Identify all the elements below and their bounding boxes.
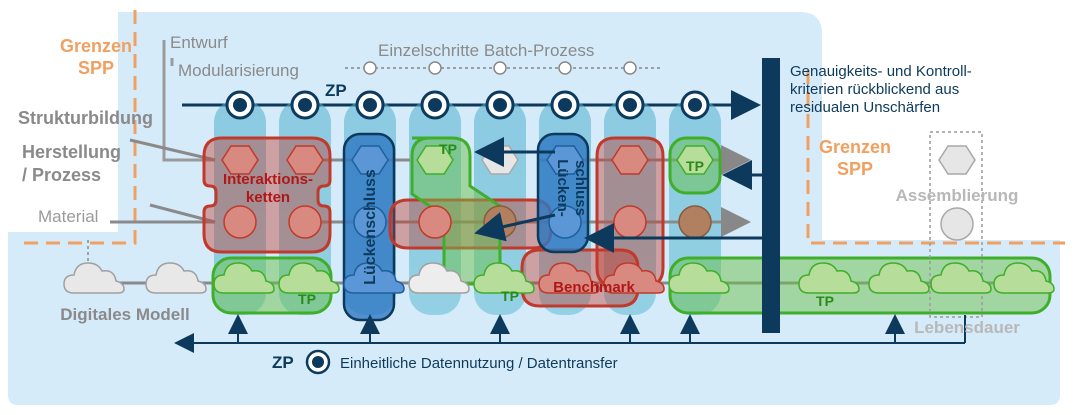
- cloud-icon: [408, 262, 470, 294]
- genauigkeit-line3: residualen Unschärfen: [790, 99, 940, 116]
- control-criteria-bar: [762, 58, 780, 333]
- tp-label-2: TP: [686, 158, 704, 174]
- assembly-box: [929, 131, 983, 318]
- cloud-icon: [538, 262, 600, 294]
- datennutzung-label: Einheitliche Datennutzung / Datentransfe…: [340, 355, 618, 372]
- spp-boundary-lines: [18, 10, 1065, 245]
- lueckenschluss-vertical: Lückenschluss: [362, 169, 379, 285]
- zp-marker-icon: [680, 90, 710, 120]
- lebensdauer-label: Lebensdauer: [914, 318, 1020, 337]
- hexagon-icon: [286, 145, 324, 175]
- genauigkeit-line1: Genauigkeits- und Kontroll-: [790, 63, 972, 80]
- hexagon-icon: [611, 145, 649, 175]
- cloud-icon: [278, 262, 340, 294]
- zp-marker-icon: [485, 90, 515, 120]
- grenzen-right-line1: Grenzen: [819, 137, 891, 157]
- zp-top-label: ZP: [325, 81, 347, 100]
- circle-icon: [353, 205, 387, 239]
- modularisierung-label: Modularisierung: [178, 61, 299, 80]
- herstellung-line2: / Prozess: [22, 165, 101, 185]
- cloud-icon: [930, 262, 992, 294]
- text-labels: Grenzen SPP Grenzen SPP Entwurf Modulari…: [18, 33, 1020, 372]
- hexagon-icon: [351, 145, 389, 175]
- lueckenschluss-break-line2: schluss: [572, 160, 589, 216]
- hexagon-icon: [938, 145, 976, 175]
- circle-icon: [223, 205, 257, 239]
- hexagon-icon: [676, 145, 714, 175]
- assemblierung-label: Assemblierung: [896, 186, 1019, 205]
- genauigkeit-line2: kriterien rückblickend aus: [790, 81, 959, 98]
- circle-icon: [288, 205, 322, 239]
- circle-icon: [678, 205, 712, 239]
- cloud-icon: [63, 262, 125, 294]
- circle-icon: [613, 205, 647, 239]
- hexagon-icon: [416, 145, 454, 175]
- zp-marker-icon: [615, 90, 645, 120]
- circle-icon: [418, 205, 452, 239]
- feedback-arrows: [474, 137, 762, 253]
- tp-label-5: TP: [816, 293, 834, 309]
- grenzen-left-line1: Grenzen: [60, 36, 132, 56]
- cloud-icon: [798, 262, 860, 294]
- cloud-icon: [145, 262, 207, 294]
- design-bracket-lines: [162, 40, 215, 162]
- entwurf-label: Entwurf: [170, 33, 228, 52]
- zp-marker-icon: [355, 90, 385, 120]
- cloud-icon: [668, 262, 730, 294]
- data-transfer-lines: [174, 314, 966, 353]
- circle-icon: [483, 205, 517, 239]
- material-label: Material: [38, 207, 98, 226]
- cloud-icon: [603, 262, 665, 294]
- digitales-modell-label: Digitales Modell: [60, 305, 189, 324]
- tp-label-3: TP: [298, 291, 316, 307]
- zp-marker-icon: [225, 90, 255, 120]
- circle-icon: [548, 205, 582, 239]
- benchmark-label: Benchmark: [553, 279, 635, 296]
- tp-label-4: TP: [501, 288, 519, 304]
- interaktionsketten-line2: ketten: [246, 189, 290, 206]
- cloud-icon: [343, 262, 405, 294]
- grenzen-left-line2: SPP: [78, 58, 114, 78]
- strukturbildung-label: Strukturbildung: [18, 108, 153, 128]
- zp-marker-icon: [550, 90, 580, 120]
- lueckenschluss-break-line1: Lücken-: [554, 159, 571, 217]
- cloud-icon: [473, 262, 535, 294]
- zp-bottom-label: ZP: [272, 353, 294, 372]
- hexagon-icon: [221, 145, 259, 175]
- interaktionsketten-line1: Interaktions-: [223, 171, 313, 188]
- grenzen-right-line2: SPP: [837, 159, 873, 179]
- zp-marker-icon: [290, 90, 320, 120]
- batch-steps-scale: [345, 61, 660, 75]
- cloud-icon: [868, 262, 930, 294]
- zp-marker-icon: [420, 90, 450, 120]
- cloud-icon: [213, 262, 275, 294]
- tp-label-1: TP: [439, 141, 457, 157]
- cloud-icon: [993, 262, 1055, 294]
- einzelschritte-label: Einzelschritte Batch-Prozess: [378, 41, 594, 60]
- herstellung-line1: Herstellung: [22, 142, 121, 162]
- zp-target-icon: [305, 349, 331, 375]
- circle-icon: [940, 207, 974, 241]
- hexagon-icon: [546, 145, 584, 175]
